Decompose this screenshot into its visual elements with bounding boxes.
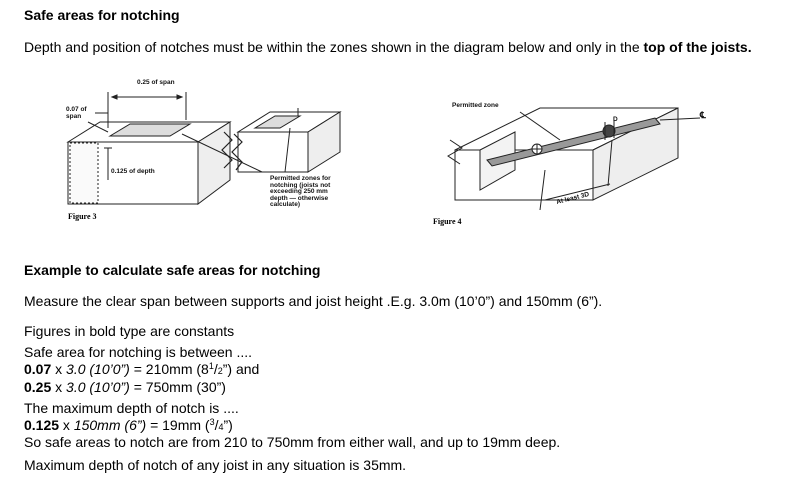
figures-bold-note: Figures in bold type are constants bbox=[24, 323, 235, 339]
calc-line-2: 0.25 x 3.0 (10’0”) = 750mm (30”) bbox=[24, 379, 226, 395]
calc2-times: x bbox=[51, 379, 67, 395]
calc1-span: 3.0 (10’0”) bbox=[66, 361, 130, 377]
permitted-line: calculate) bbox=[270, 201, 300, 208]
calc1-frac-slash: / bbox=[213, 361, 218, 377]
calc2-constant: 0.25 bbox=[24, 379, 52, 395]
permitted-line: depth — otherwise bbox=[270, 194, 329, 202]
label-span-007-line1: 0.07 of bbox=[66, 106, 87, 113]
calc2-span: 3.0 (10’0”) bbox=[66, 379, 130, 395]
safe-between-line: Safe area for notching is between .... bbox=[24, 344, 253, 360]
label-span-025: 0.25 of span bbox=[137, 79, 175, 86]
calc3-frac-bottom: 4 bbox=[218, 422, 224, 432]
figure-4-caption: Figure 4 bbox=[433, 217, 462, 226]
permitted-line: Permitted zones for bbox=[270, 175, 331, 182]
heading-safe-areas: Safe areas for notching bbox=[24, 7, 180, 23]
label-permitted-zone: Permitted zone bbox=[452, 102, 499, 109]
calc1-end: ”) and bbox=[222, 361, 260, 377]
so-safe-line: So safe areas to notch are from 210 to 7… bbox=[24, 434, 561, 450]
measure-text: Measure the clear span between supports … bbox=[24, 293, 603, 309]
heading-example: Example to calculate safe areas for notc… bbox=[24, 262, 321, 278]
calc3-constant: 0.125 bbox=[24, 417, 60, 433]
calc1-frac-top: 1 bbox=[208, 361, 214, 371]
max-any-line: Maximum depth of notch of any joist in a… bbox=[24, 457, 407, 473]
intro-paragraph: Depth and position of notches must be wi… bbox=[24, 39, 752, 55]
calc3-result: = 19mm ( bbox=[146, 417, 210, 433]
calc1-frac-bottom: 2 bbox=[217, 366, 223, 376]
calc2-result: = 750mm (30”) bbox=[129, 379, 226, 395]
calc3-depth: 150mm (6”) bbox=[73, 417, 147, 433]
label-depth: 0.125 of depth bbox=[111, 168, 155, 175]
permitted-line: notching (joists not bbox=[270, 181, 331, 189]
label-span-007-line2: span bbox=[66, 113, 82, 120]
calc1-result: = 210mm (8 bbox=[129, 361, 209, 377]
intro-bold: top of the joists. bbox=[643, 39, 752, 55]
permitted-zones-note: Permitted zones for notching (joists not… bbox=[270, 175, 331, 209]
calc1-constant: 0.07 bbox=[24, 361, 52, 377]
intro-text: Depth and position of notches must be wi… bbox=[24, 39, 644, 55]
calc3-frac-slash: / bbox=[214, 417, 219, 433]
calc3-end: ”) bbox=[223, 417, 233, 433]
permitted-line: exceeding 250 mm bbox=[270, 188, 328, 195]
calc3-frac-top: 3 bbox=[209, 417, 215, 427]
figure-2-beam bbox=[66, 92, 342, 205]
calc-line-1: 0.07 x 3.0 (10’0”) = 210mm (81/2”) and bbox=[24, 361, 259, 377]
figure-2-caption: Figure 3 bbox=[68, 212, 97, 221]
figure-4-beam bbox=[447, 107, 701, 211]
calc-line-3: 0.125 x 150mm (6”) = 19mm (3/4”) bbox=[24, 417, 233, 433]
calc3-times: x bbox=[59, 417, 74, 433]
max-depth-line: The maximum depth of notch is .... bbox=[24, 400, 239, 416]
label-centerline: ℄ bbox=[700, 110, 706, 120]
calc1-times: x bbox=[51, 361, 67, 377]
label-d: D bbox=[613, 116, 618, 123]
